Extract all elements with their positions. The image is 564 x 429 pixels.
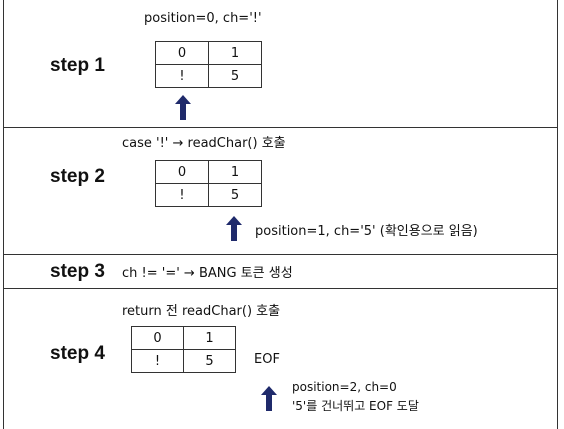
value-cell: 5	[208, 64, 262, 88]
step-4-pointer-note-1: position=2, ch=0	[292, 380, 397, 394]
step-2-label: step 2	[50, 166, 105, 187]
value-cell: 5	[183, 349, 236, 373]
divider-1-2	[3, 127, 558, 128]
diagram-frame	[3, 0, 558, 429]
step-3-label: step 3	[50, 261, 105, 282]
index-cell: 0	[155, 41, 209, 65]
step-4-label: step 4	[50, 343, 105, 364]
up-arrow-icon	[226, 216, 242, 241]
value-cell: !	[155, 183, 209, 207]
step-2-note: case '!' → readChar() 호출	[122, 136, 286, 151]
step-1-label: step 1	[50, 55, 105, 76]
step-2-memory-table: 0 1 ! 5	[155, 160, 262, 207]
step-4-note: return 전 readChar() 호출	[122, 304, 281, 319]
index-cell: 1	[208, 160, 262, 184]
index-cell: 1	[208, 41, 262, 65]
up-arrow-icon	[261, 386, 277, 411]
value-cell: !	[155, 64, 209, 88]
index-cell: 0	[131, 326, 184, 350]
step-1-memory-table: 0 1 ! 5	[155, 41, 262, 88]
index-cell: 1	[183, 326, 236, 350]
up-arrow-icon	[175, 95, 191, 120]
value-cell: 5	[208, 183, 262, 207]
index-cell: 0	[155, 160, 209, 184]
step-1-note: position=0, ch='!'	[144, 11, 262, 26]
step-3-note: ch != '=' → BANG 토큰 생성	[122, 266, 293, 281]
value-cell: !	[131, 349, 184, 373]
step-2-pointer-note: position=1, ch='5' (확인용으로 읽음)	[255, 224, 478, 239]
step-4-memory-table: 0 1 ! 5	[131, 326, 236, 373]
divider-2-3	[3, 254, 558, 255]
divider-3-4	[3, 288, 558, 289]
step-4-pointer-note-2: '5'를 건너뛰고 EOF 도달	[292, 399, 419, 413]
eof-label: EOF	[254, 352, 280, 367]
